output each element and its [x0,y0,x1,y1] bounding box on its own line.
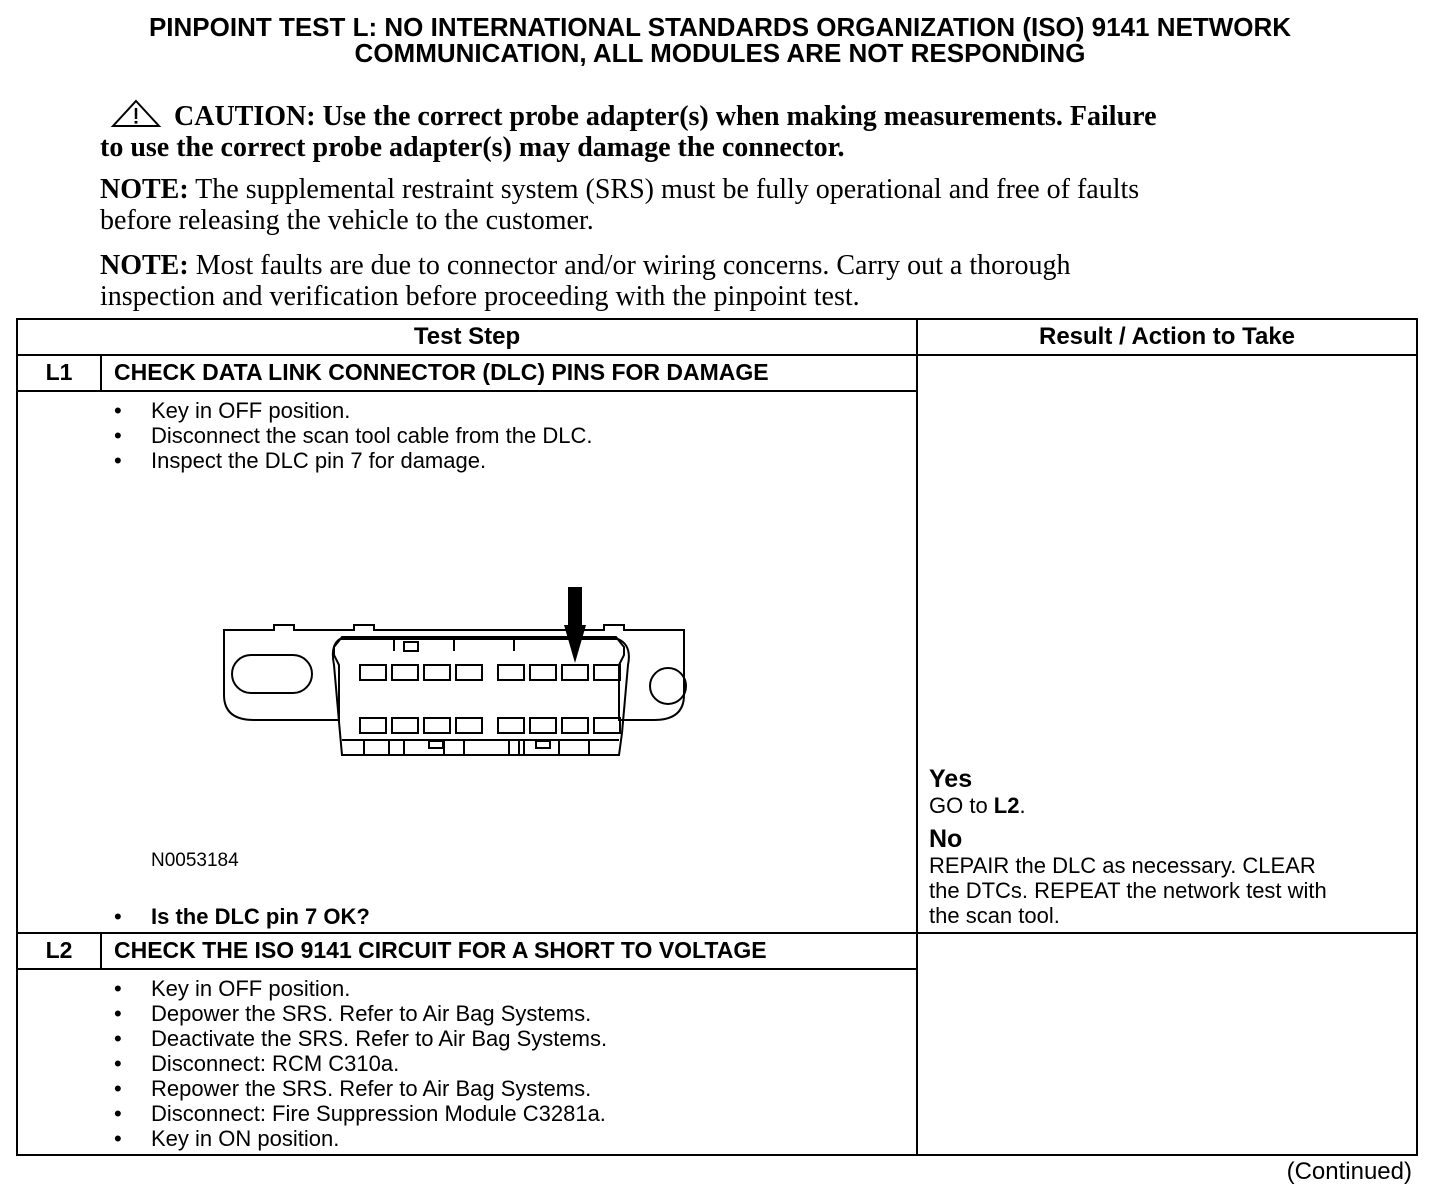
result-action-l1: Yes GO to L2. No REPAIR the DLC as neces… [929,765,1409,929]
title-line-1: PINPOINT TEST L: NO INTERNATIONAL STANDA… [148,12,1292,42]
step-list-l2: Key in OFF position. Depower the SRS. Re… [114,976,607,1151]
pinpoint-test-table: Test Step Result / Action to Take L1 CHE… [16,318,1418,1156]
list-item: Disconnect: Fire Suppression Module C328… [114,1101,607,1126]
header-result-action: Result / Action to Take [1038,323,1296,350]
row-divider [18,932,1416,934]
no-action-line: REPAIR the DLC as necessary. CLEAR [929,853,1316,878]
note-text-2: before releasing the vehicle to the cust… [100,205,594,236]
continued-label: (Continued) [1286,1158,1412,1185]
list-item: Disconnect the scan tool cable from the … [114,423,592,448]
list-item: Repower the SRS. Refer to Air Bag System… [114,1076,607,1101]
caution-text-2: to use the correct probe adapter(s) may … [100,132,845,163]
row-divider [18,390,918,392]
list-item: Key in ON position. [114,1126,607,1151]
note-text-1: Most faults are due to connector and/or … [188,250,1071,281]
yes-label: Yes [929,765,973,793]
list-item: Inspect the DLC pin 7 for damage. [114,448,592,473]
title-line-2: COMMUNICATION, ALL MODULES ARE NOT RESPO… [354,38,1086,68]
note-label: NOTE: [100,174,189,205]
list-item: Key in OFF position. [114,398,592,423]
list-item: Disconnect: RCM C310a. [114,1051,607,1076]
column-divider [916,320,918,1154]
step-title-l1: CHECK DATA LINK CONNECTOR (DLC) PINS FOR… [114,359,769,385]
no-action-line: the scan tool. [929,903,1060,928]
caution-text-1: Use the correct probe adapter(s) when ma… [315,101,1157,132]
step-question-l1: • Is the DLC pin 7 OK? [114,904,370,930]
step-title-l2: CHECK THE ISO 9141 CIRCUIT FOR A SHORT T… [114,937,767,963]
warning-triangle-icon [110,99,162,127]
no-label: No [929,825,963,853]
no-action-line: the DTCs. REPEAT the network test with [929,878,1327,903]
caution-label: CAUTION: [174,101,316,132]
caution-block: CAUTION: Use the correct probe adapter(s… [100,99,1330,163]
note-faults: NOTE: Most faults are due to connector a… [100,250,1330,312]
bullet: • [114,904,122,929]
page-title: PINPOINT TEST L: NO INTERNATIONAL STANDA… [20,14,1420,66]
yes-action-end: . [1019,793,1026,818]
note-text-2: inspection and verification before proce… [100,281,860,312]
step-id-divider [100,354,102,392]
step-list-l1: Key in OFF position. Disconnect the scan… [114,398,592,473]
yes-action: GO to L2. [929,793,1409,818]
list-item: Key in OFF position. [114,976,607,1001]
question-text: Is the DLC pin 7 OK? [151,904,370,929]
figure-id: N0053184 [151,850,239,871]
header-divider [18,354,1416,356]
step-id-l1: L1 [45,359,73,385]
header-test-step: Test Step [413,323,521,350]
step-id-l2: L2 [45,937,73,963]
step-id-divider [100,932,102,970]
note-label: NOTE: [100,250,189,281]
list-item: Deactivate the SRS. Refer to Air Bag Sys… [114,1026,607,1051]
note-srs: NOTE: The supplemental restraint system … [100,174,1330,236]
dlc-connector-diagram [223,587,687,756]
row-divider [18,968,918,970]
list-item: Depower the SRS. Refer to Air Bag System… [114,1001,607,1026]
note-text-1: The supplemental restraint system (SRS) … [188,174,1140,205]
yes-target: L2 [993,793,1020,818]
pin-7-arrow [564,587,586,663]
yes-action-text: GO to [929,793,994,818]
